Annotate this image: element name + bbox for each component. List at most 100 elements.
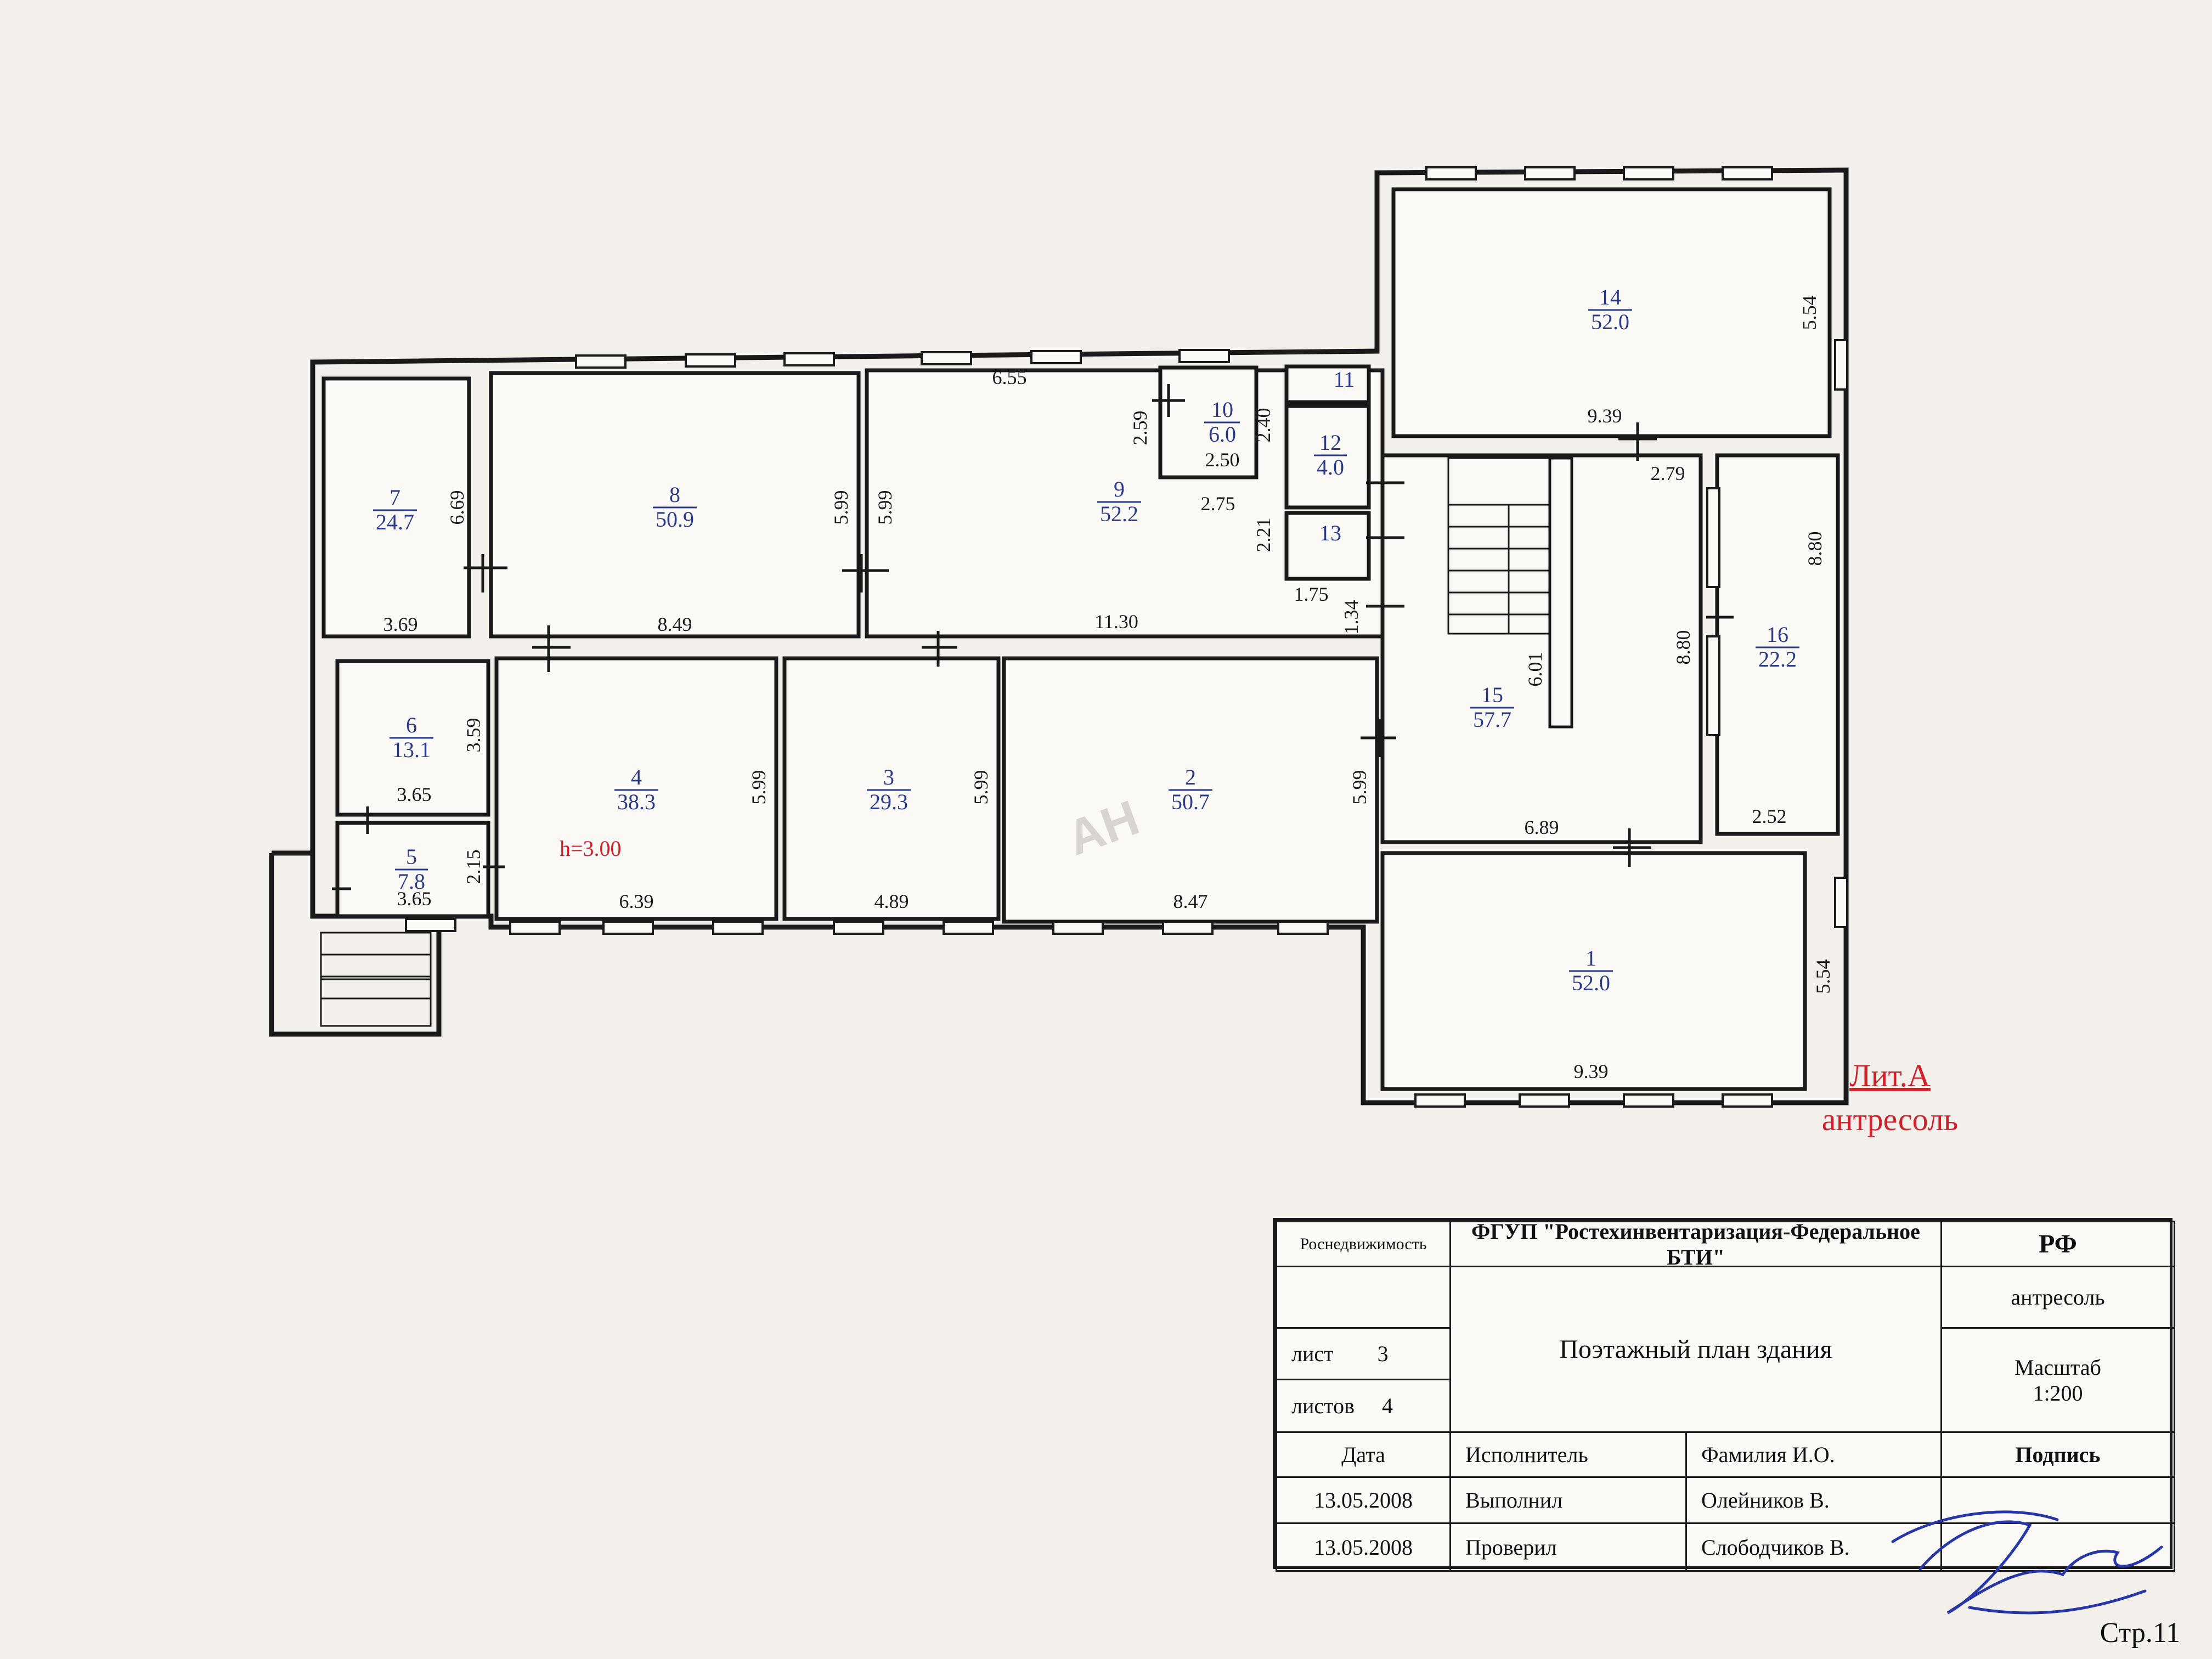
svg-text:52.0: 52.0 <box>1591 309 1629 334</box>
room-labels: 152.0 250.7 329.3 438.3 57.8 613.1 724.7… <box>373 285 1799 995</box>
svg-text:4.89: 4.89 <box>874 890 909 912</box>
svg-text:9.39: 9.39 <box>1574 1060 1609 1082</box>
svg-text:14: 14 <box>1599 285 1621 309</box>
stair-main <box>1447 456 1573 729</box>
svg-text:22.2: 22.2 <box>1758 647 1797 672</box>
svg-text:3.65: 3.65 <box>397 783 432 805</box>
svg-text:4.0: 4.0 <box>1317 455 1344 479</box>
header-name: Фамилия И.О. <box>1685 1431 1942 1478</box>
room-label-11: 11 <box>1334 367 1355 392</box>
room-8 <box>489 371 861 639</box>
svg-text:2.75: 2.75 <box>1201 493 1235 515</box>
sheets-value: 4 <box>1381 1393 1393 1418</box>
svg-text:2.50: 2.50 <box>1205 449 1240 471</box>
blank-cell <box>1276 1266 1451 1329</box>
row2-date: 13.05.2008 <box>1276 1522 1451 1572</box>
sheet-row: лист 3 <box>1276 1327 1451 1380</box>
svg-text:11.30: 11.30 <box>1094 611 1138 633</box>
page-number: Стр.11 <box>2100 1617 2180 1649</box>
svg-text:52.2: 52.2 <box>1100 501 1138 526</box>
svg-text:6.01: 6.01 <box>1524 652 1546 687</box>
svg-text:5: 5 <box>406 844 417 869</box>
room-label-12: 124.0 <box>1314 430 1347 479</box>
room-label-4: 438.3 <box>614 765 658 814</box>
svg-text:8.47: 8.47 <box>1173 890 1208 912</box>
lit-label: Лит.А антресоль <box>1822 1058 1958 1137</box>
svg-text:8.80: 8.80 <box>1804 532 1826 566</box>
windows <box>405 166 1848 1108</box>
room-label-7: 724.7 <box>373 485 417 534</box>
svg-text:5.54: 5.54 <box>1812 960 1834 994</box>
svg-text:2.15: 2.15 <box>462 850 484 884</box>
svg-text:антресоль: антресоль <box>1822 1102 1958 1137</box>
svg-text:3.59: 3.59 <box>462 718 484 753</box>
org-short: Роснедвижимость <box>1276 1221 1451 1267</box>
svg-text:6.89: 6.89 <box>1525 816 1559 838</box>
svg-text:15: 15 <box>1481 682 1503 707</box>
svg-text:6: 6 <box>406 713 417 737</box>
room-4 <box>494 656 778 921</box>
signature <box>1891 1510 2163 1615</box>
svg-text:1.75: 1.75 <box>1294 583 1329 605</box>
room-15 <box>1380 453 1703 844</box>
room-label-6: 613.1 <box>390 713 433 762</box>
sheets-label: листов <box>1291 1393 1355 1418</box>
title-block: Роснедвижимость ФГУП "Ростехинвентаризац… <box>1273 1218 2175 1572</box>
svg-text:3.69: 3.69 <box>383 613 418 635</box>
svg-text:6.39: 6.39 <box>619 890 654 912</box>
svg-text:50.7: 50.7 <box>1171 789 1210 814</box>
svg-text:2.52: 2.52 <box>1752 805 1787 827</box>
room-7 <box>321 376 471 639</box>
svg-text:16: 16 <box>1767 622 1788 647</box>
room-label-9: 952.2 <box>1097 477 1141 526</box>
svg-text:1: 1 <box>1585 946 1596 970</box>
svg-text:5.99: 5.99 <box>970 770 992 805</box>
svg-text:2.79: 2.79 <box>1651 462 1685 484</box>
room-label-1: 152.0 <box>1569 946 1613 995</box>
scale-cell: Масштаб 1:200 <box>1940 1327 2175 1433</box>
sheet-value: 3 <box>1377 1341 1389 1366</box>
svg-text:11: 11 <box>1334 367 1355 392</box>
svg-text:5.54: 5.54 <box>1798 296 1820 330</box>
row2-name: Слободчиков В. <box>1685 1522 1942 1572</box>
row2-role: Проверил <box>1449 1522 1687 1572</box>
room-3 <box>782 656 1001 921</box>
svg-text:1.34: 1.34 <box>1340 600 1362 635</box>
svg-text:24.7: 24.7 <box>376 510 414 534</box>
sheet-label: лист <box>1291 1341 1334 1366</box>
scale-value: 1:200 <box>2033 1380 2083 1406</box>
room-13 <box>1284 511 1371 581</box>
room-14 <box>1391 187 1832 438</box>
row1-name: Олейников В. <box>1685 1476 1942 1524</box>
svg-text:6.69: 6.69 <box>446 490 468 525</box>
svg-text:9.39: 9.39 <box>1588 405 1622 427</box>
svg-text:38.3: 38.3 <box>617 789 656 814</box>
svg-text:5.99: 5.99 <box>748 770 770 805</box>
row1-role: Выполнил <box>1449 1476 1687 1524</box>
svg-text:12: 12 <box>1319 430 1341 455</box>
svg-text:2.40: 2.40 <box>1252 408 1274 443</box>
svg-text:3: 3 <box>883 765 894 789</box>
svg-text:Лит.А: Лит.А <box>1849 1058 1931 1093</box>
room-label-10: 106.0 <box>1204 397 1240 447</box>
room-label-8: 850.9 <box>653 482 697 532</box>
svg-text:52.0: 52.0 <box>1572 970 1610 995</box>
room-label-13: 13 <box>1319 521 1341 545</box>
svg-text:9: 9 <box>1114 477 1125 501</box>
svg-text:7.8: 7.8 <box>398 869 425 894</box>
stair-external <box>320 932 432 1027</box>
country: РФ <box>1940 1221 2175 1267</box>
door-marks <box>332 384 1734 890</box>
header-date: Дата <box>1276 1431 1451 1478</box>
plan-title: Поэтажный план здания <box>1449 1266 1942 1433</box>
svg-text:8.80: 8.80 <box>1672 630 1694 665</box>
svg-text:57.7: 57.7 <box>1473 707 1511 732</box>
svg-text:29.3: 29.3 <box>870 789 908 814</box>
svg-text:5.99: 5.99 <box>830 490 852 525</box>
org-full: ФГУП "Ростехинвентаризация-Федеральное Б… <box>1449 1219 1942 1269</box>
room-label-5: 57.8 <box>395 844 428 894</box>
row1-date: 13.05.2008 <box>1276 1476 1451 1524</box>
